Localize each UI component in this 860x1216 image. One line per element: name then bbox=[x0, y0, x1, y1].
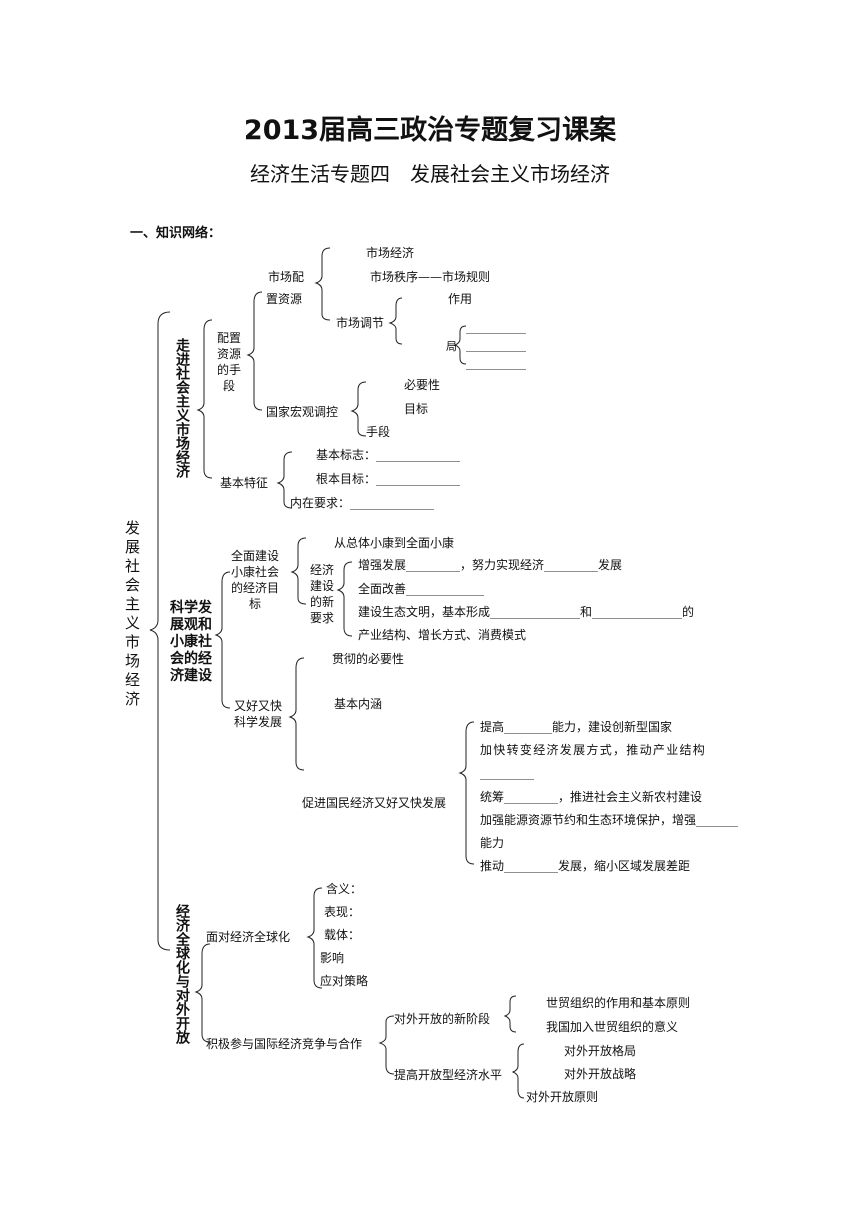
limit-blank-2: __________ bbox=[466, 338, 526, 352]
science-bracket bbox=[288, 657, 305, 771]
compete-label: 积极参与国际经济竞争与合作 bbox=[206, 1037, 363, 1051]
document-title: 2013届高三政治专题复习课案 bbox=[243, 115, 617, 146]
branch1-title: 走进社会主义市场经济 bbox=[174, 338, 190, 478]
market-economy: 市场经济 bbox=[366, 246, 415, 260]
features-bracket bbox=[276, 451, 293, 509]
globalization-carrier: 载体： bbox=[324, 928, 361, 942]
compete-raise: 提高开放型经济水平 bbox=[394, 1068, 503, 1082]
regulate-limit: 局限 bbox=[446, 340, 458, 353]
limit-blank-3: __________ bbox=[466, 356, 526, 370]
xiaokang-item-2: 全面改善_____________ bbox=[358, 582, 485, 596]
globalization-meaning: 含义： bbox=[326, 882, 363, 896]
branch3-title: 经济全球化与对外开放 bbox=[174, 904, 190, 1044]
market-label-line2: 置资源 bbox=[266, 292, 303, 306]
globalization-expression: 表现： bbox=[324, 905, 361, 919]
features-label: 基本特征 bbox=[220, 476, 269, 490]
promote-item-2b: _________ bbox=[480, 766, 534, 780]
market-order: 市场秩序——市场规则 bbox=[370, 270, 491, 284]
science-promote: 促进国民经济又好又快发展 bbox=[302, 796, 447, 810]
features-sign: 基本标志：______________ bbox=[316, 448, 461, 462]
globalization-bracket bbox=[306, 887, 323, 989]
new-requirements-label: 经济建设的新要求 bbox=[309, 563, 334, 625]
open-principle: 对外开放原则 bbox=[526, 1090, 599, 1104]
promote-item-4b: 能力 bbox=[480, 836, 505, 850]
macro-label: 国家宏观调控 bbox=[266, 405, 339, 419]
features-root-goal: 根本目标：______________ bbox=[316, 472, 461, 486]
wto-role: 世贸组织的作用和基本原则 bbox=[546, 996, 691, 1010]
compete-bracket bbox=[378, 1015, 395, 1075]
section-heading: 一、知识网络： bbox=[130, 226, 222, 241]
market-bracket bbox=[314, 247, 331, 321]
science-necessity: 贯彻的必要性 bbox=[332, 652, 405, 666]
newstage-bracket bbox=[503, 995, 517, 1033]
macro-necessity: 必要性 bbox=[404, 378, 441, 392]
wto-significance: 我国加入世贸组织的意义 bbox=[546, 1020, 679, 1034]
macro-goal: 目标 bbox=[404, 402, 429, 416]
document-subtitle: 经济生活专题四 发展社会主义市场经济 bbox=[250, 162, 610, 186]
limit-blank-1: __________ bbox=[466, 320, 526, 334]
raise-bracket bbox=[511, 1043, 525, 1099]
macro-bracket bbox=[350, 381, 367, 437]
means-label: 配置资源的手段 bbox=[216, 331, 241, 393]
branch3-bracket bbox=[194, 943, 211, 1043]
xiaokang-bracket bbox=[290, 537, 307, 605]
promote-item-3: 统筹_________，推进社会主义新农村建设 bbox=[480, 790, 703, 804]
root-label: 发展社会主义市场经济 bbox=[123, 520, 141, 710]
promote-item-4: 加强能源资源节约和生态环境保护，增强_______ bbox=[480, 813, 739, 827]
science-label: 又好又快科学发展 bbox=[233, 699, 282, 729]
promote-bracket bbox=[458, 721, 475, 865]
branch2-bracket bbox=[214, 571, 231, 709]
promote-item-5: 推动_________发展，缩小区域发展差距 bbox=[480, 859, 691, 873]
xiaokang-item-3b: 产业结构、增长方式、消费模式 bbox=[358, 628, 527, 642]
compete-new-stage: 对外开放的新阶段 bbox=[394, 1012, 491, 1026]
features-inner: 内在要求：______________ bbox=[290, 496, 435, 510]
market-label-line1: 市场配 bbox=[268, 270, 305, 284]
root-bracket bbox=[149, 311, 171, 951]
xiaokang-label: 全面建设小康社会的经济目标 bbox=[230, 549, 279, 611]
macro-means: 手段 bbox=[366, 425, 391, 439]
branch2-title: 科学发展观和小康社会的经济建设 bbox=[170, 600, 212, 684]
globalization-response: 应对策略 bbox=[320, 974, 369, 988]
promote-item-2: 加快转变经济发展方式，推动产业结构 bbox=[480, 743, 707, 757]
branch1-bracket bbox=[196, 319, 213, 479]
limit-bracket bbox=[453, 325, 467, 365]
globalization-impact: 影响 bbox=[320, 951, 345, 965]
market-regulate: 市场调节 bbox=[336, 316, 385, 330]
science-connotation: 基本内涵 bbox=[334, 697, 383, 711]
xiaokang-item-3: 建设生态文明，基本形成_______________和_____________… bbox=[358, 605, 695, 619]
xiaokang-item-1: 增强发展_________，努力实现经济_________发展 bbox=[358, 558, 623, 572]
means-bracket bbox=[246, 291, 263, 411]
promote-item-1: 提高________能力，建设创新型国家 bbox=[480, 720, 673, 734]
newreq-bracket bbox=[336, 561, 353, 637]
globalization-label: 面对经济全球化 bbox=[206, 930, 291, 944]
open-strategy: 对外开放战略 bbox=[564, 1067, 637, 1081]
regulate-bracket bbox=[388, 297, 403, 345]
open-pattern: 对外开放格局 bbox=[564, 1044, 637, 1058]
regulate-role: 作用 bbox=[448, 292, 473, 306]
xiaokang-from: 从总体小康到全面小康 bbox=[334, 536, 455, 550]
